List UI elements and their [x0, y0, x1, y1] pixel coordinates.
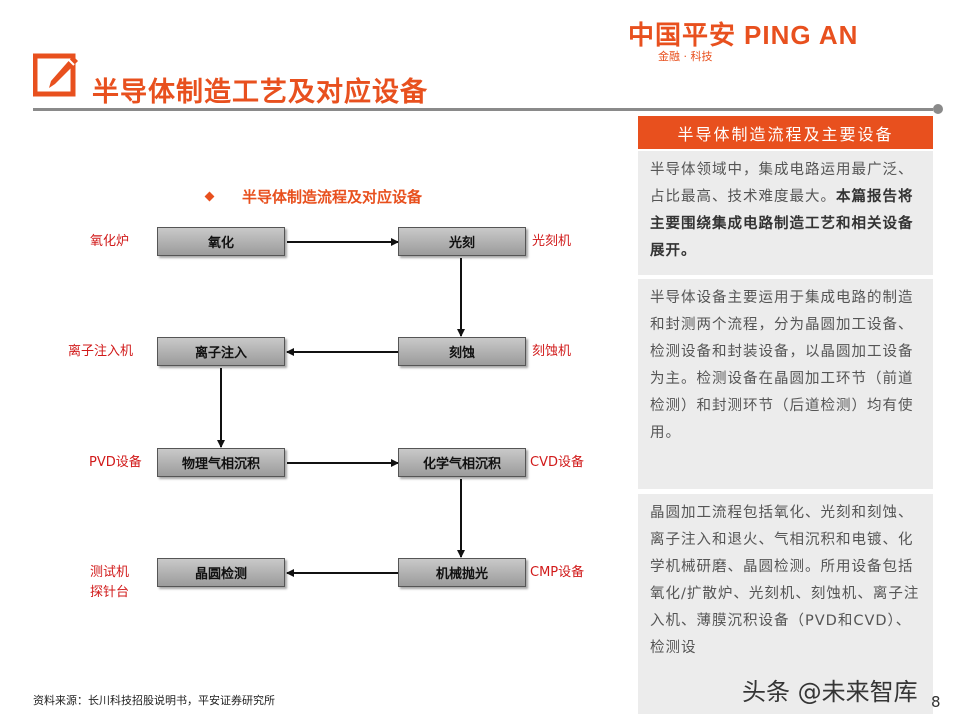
watermark: 头条 @未来智库 [742, 678, 918, 706]
step-etching: 刻蚀 [398, 337, 526, 366]
source-note: 资料来源：长川科技招股说明书，平安证券研究所 [33, 694, 275, 707]
step-ion-implant: 离子注入 [157, 337, 285, 366]
step-lithography: 光刻 [398, 227, 526, 256]
equipment-ion-implanter: 离子注入机 [68, 344, 134, 359]
equipment-tester: 测试机 [90, 565, 130, 580]
panel-block-equipment: 半导体设备主要运用于集成电路的制造和封测两个流程，分为晶圆加工设备、检测设备和封… [638, 279, 933, 489]
panel-header: 半导体制造流程及主要设备 [638, 116, 933, 149]
equipment-cvd: CVD设备 [530, 455, 584, 470]
panel-equipment-text: 半导体设备主要运用于集成电路的制造和封测两个流程，分为晶圆加工设备、检测设备和封… [650, 290, 914, 441]
logo-subtitle: 金融 · 科技 [658, 50, 713, 63]
diamond-bullet-icon [204, 191, 215, 202]
panel-overview-bold-text: 本篇报告将主要围绕集成电路制造工艺和相关设备展开。 [650, 189, 914, 259]
page-title: 半导体制造工艺及对应设备 [92, 77, 428, 108]
step-cvd: 化学气相沉积 [398, 448, 526, 477]
panel-block-process: 晶圆加工流程包括氧化、光刻和刻蚀、离子注入和退火、气相沉积和电镀、化学机械研磨、… [638, 494, 933, 714]
panel-overview-text: 半导体领域中，集成电路运用最广泛、占比最高、技术难度最大。 [650, 162, 914, 205]
step-inspection: 晶圆检测 [157, 558, 285, 587]
equipment-lithography-machine: 光刻机 [532, 234, 572, 249]
panel-process-text: 晶圆加工流程包括氧化、光刻和刻蚀、离子注入和退火、气相沉积和电镀、化学机械研磨、… [650, 505, 920, 656]
equipment-etcher: 刻蚀机 [532, 344, 572, 359]
logo-english-text: PING AN [744, 20, 859, 50]
step-cmp: 机械抛光 [398, 558, 526, 587]
panel-block-overview: 半导体领域中，集成电路运用最广泛、占比最高、技术难度最大。本篇报告将主要围绕集成… [638, 151, 933, 275]
equipment-prober: 探针台 [90, 585, 130, 600]
logo-chinese-text: 中国平安 [628, 21, 737, 51]
diagram-title: 半导体制造流程及对应设备 [242, 188, 423, 206]
equipment-cmp: CMP设备 [530, 565, 585, 580]
step-oxidation: 氧化 [157, 227, 285, 256]
edit-pencil-icon [33, 53, 78, 97]
title-divider [33, 108, 933, 111]
step-pvd: 物理气相沉积 [157, 448, 285, 477]
equipment-pvd: PVD设备 [89, 455, 142, 470]
page-number: 8 [931, 693, 941, 711]
title-divider-dot [933, 104, 943, 114]
equipment-oxidation-furnace: 氧化炉 [90, 234, 130, 249]
